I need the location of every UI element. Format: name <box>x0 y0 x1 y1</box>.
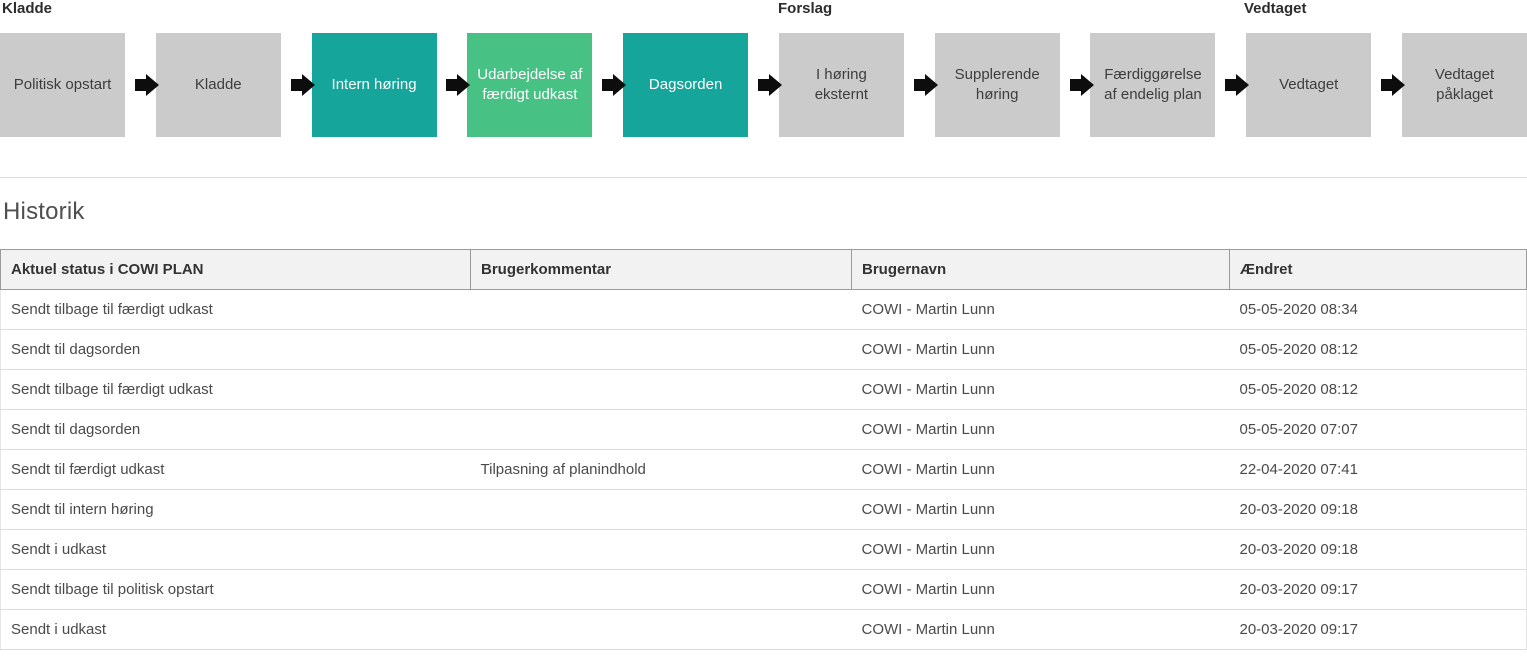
stage-udarbejdelse-af-faerdigt-udkast: Udarbejdelse af færdigt udkast <box>467 33 593 137</box>
stage-politisk-opstart: Politisk opstart <box>0 33 125 137</box>
cell-user: COWI - Martin Lunn <box>851 409 1230 450</box>
arrow-right-icon-shape <box>1381 79 1393 91</box>
cell-changed: 20-03-2020 09:18 <box>1229 489 1527 530</box>
column-header-status: Aktuel status i COWI PLAN <box>0 249 471 290</box>
history-row: Sendt til intern høring COWI - Martin Lun… <box>0 489 1527 530</box>
column-header-comment: Brugerkommentar <box>470 249 852 290</box>
arrow-right-icon <box>1371 33 1402 137</box>
cell-comment <box>470 489 852 530</box>
stage-vedtaget-paaklaget: Vedtaget påklaget <box>1402 33 1527 137</box>
cell-changed: 05-05-2020 08:12 <box>1229 329 1527 370</box>
arrow-right-icon-shape <box>134 79 146 91</box>
arrow-right-icon-shape <box>1069 79 1081 91</box>
history-row: Sendt tilbage til færdigt udkast COWI - M… <box>0 369 1527 410</box>
stage-dagsorden: Dagsorden <box>623 33 749 137</box>
arrow-right-icon <box>1060 33 1091 137</box>
arrow-right-icon <box>904 33 935 137</box>
header-row: Aktuel status i COWI PLAN Brugerkommenta… <box>0 249 1527 290</box>
column-header-changed: Ændret <box>1229 249 1527 290</box>
cell-changed: 05-05-2020 07:07 <box>1229 409 1527 450</box>
cell-status: Sendt i udkast <box>0 609 471 650</box>
arrow-right-icon-shape <box>290 79 302 91</box>
group-label-vedtaget: Vedtaget <box>1244 0 1307 17</box>
history-table-header: Aktuel status i COWI PLAN Brugerkommenta… <box>0 249 1527 290</box>
cell-comment: Tilpasning af planindhold <box>470 449 852 490</box>
arrow-right-icon <box>592 33 623 137</box>
cell-changed: 20-03-2020 09:18 <box>1229 529 1527 570</box>
cell-changed: 20-03-2020 09:17 <box>1229 609 1527 650</box>
group-label-kladde: Kladde <box>2 0 53 17</box>
cell-user: COWI - Martin Lunn <box>851 489 1230 530</box>
history-row: Sendt tilbage til færdigt udkast COWI - M… <box>0 289 1527 330</box>
section-divider <box>0 177 1527 178</box>
cell-status: Sendt i udkast <box>0 529 471 570</box>
workflow-group-labels: Kladde Forslag Vedtaget <box>0 0 1527 33</box>
history-table: Aktuel status i COWI PLAN Brugerkommenta… <box>0 249 1527 650</box>
cell-status: Sendt tilbage til politisk opstart <box>0 569 471 610</box>
stage-intern-hoering: Intern høring <box>311 33 437 137</box>
cell-comment <box>470 329 852 370</box>
history-title: Historik <box>3 198 85 225</box>
arrow-right-icon-shape <box>913 79 925 91</box>
cell-changed: 22-04-2020 07:41 <box>1229 449 1527 490</box>
arrow-right-icon-shape <box>602 79 614 91</box>
cell-user: COWI - Martin Lunn <box>851 329 1230 370</box>
column-header-user: Brugernavn <box>851 249 1230 290</box>
cell-status: Sendt til dagsorden <box>0 409 471 450</box>
arrow-right-icon <box>748 33 779 137</box>
workflow-flow: Politisk opstart Kladde Intern høring Udarb… <box>0 33 1527 137</box>
cell-user: COWI - Martin Lunn <box>851 449 1230 490</box>
arrow-right-icon-shape <box>446 79 458 91</box>
cell-comment <box>470 289 852 330</box>
cell-status: Sendt til dagsorden <box>0 329 471 370</box>
arrow-right-icon <box>125 33 156 137</box>
cell-comment <box>470 609 852 650</box>
cell-user: COWI - Martin Lunn <box>851 609 1230 650</box>
cell-comment <box>470 409 852 450</box>
cell-comment <box>470 569 852 610</box>
arrow-right-icon-shape <box>758 79 770 91</box>
history-row: Sendt tilbage til politisk opstart COWI -… <box>0 569 1527 610</box>
stage-faerdiggoerelse-af-endelig-plan: Færdiggørelse af endelig plan <box>1090 33 1216 137</box>
cell-status: Sendt til intern høring <box>0 489 471 530</box>
arrow-right-icon-shape <box>1225 79 1237 91</box>
stage-vedtaget: Vedtaget <box>1246 33 1372 137</box>
cell-comment <box>470 529 852 570</box>
arrow-right-icon <box>281 33 312 137</box>
history-section: Historik Aktuel status i COWI PLAN Bruge… <box>0 198 1527 650</box>
cell-changed: 05-05-2020 08:12 <box>1229 369 1527 410</box>
cell-comment <box>470 369 852 410</box>
cell-status: Sendt tilbage til færdigt udkast <box>0 369 471 410</box>
cell-changed: 05-05-2020 08:34 <box>1229 289 1527 330</box>
cell-user: COWI - Martin Lunn <box>851 529 1230 570</box>
stage-i-hoering-eksternt: I høring eksternt <box>778 33 904 137</box>
group-label-forslag: Forslag <box>778 0 833 17</box>
cell-status: Sendt til færdigt udkast <box>0 449 471 490</box>
stage-kladde: Kladde <box>155 33 281 137</box>
arrow-right-icon <box>1215 33 1246 137</box>
cell-user: COWI - Martin Lunn <box>851 569 1230 610</box>
workflow-status-bar: Kladde Forslag Vedtaget Politisk opstart… <box>0 0 1527 137</box>
cell-user: COWI - Martin Lunn <box>851 369 1230 410</box>
stage-supplerende-hoering: Supplerende høring <box>934 33 1060 137</box>
arrow-right-icon <box>437 33 468 137</box>
cell-changed: 20-03-2020 09:17 <box>1229 569 1527 610</box>
cell-status: Sendt tilbage til færdigt udkast <box>0 289 471 330</box>
cell-user: COWI - Martin Lunn <box>851 289 1230 330</box>
